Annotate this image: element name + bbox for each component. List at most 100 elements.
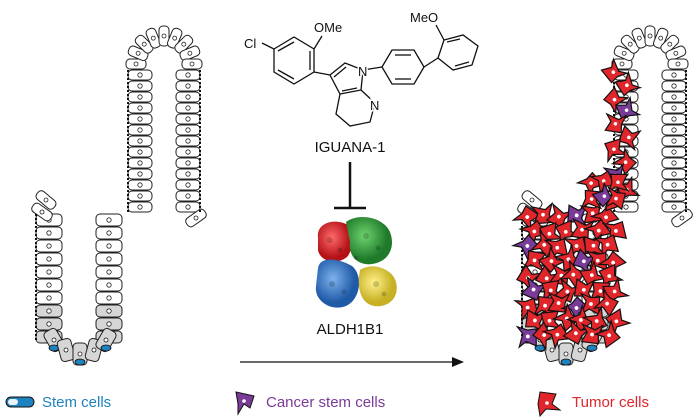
cell-nucleus [46,295,52,301]
compound-name: IGUANA-1 [315,139,386,156]
cell-nucleus [185,182,191,188]
cell-nucleus [525,305,530,310]
cell-nucleus [614,229,618,233]
cell-nucleus [77,351,83,357]
cell-nucleus [612,289,617,294]
villus-tip-cell [631,27,648,49]
cell-nucleus [135,50,141,56]
cell-nucleus [185,116,191,122]
cell-nucleus [589,302,593,306]
meo-bond [435,24,445,41]
cell-nucleus [137,116,143,122]
cell-nucleus [577,347,583,353]
cell-nucleus [185,149,191,155]
cell-nucleus [193,215,199,221]
cell-nucleus [627,135,631,140]
tumor-cell [580,323,605,345]
cell-nucleus [614,196,618,201]
inhibition-symbol [334,162,366,210]
cell-nucleus [623,204,629,210]
cell-nucleus [581,287,586,292]
villus-tip-cell [667,58,689,70]
tumor-cell [618,124,642,152]
cell-nucleus [611,260,616,265]
cell-nucleus [625,83,629,88]
cl-bond [261,42,275,50]
cell-nucleus [555,332,560,337]
cell-nucleus [549,259,554,263]
progression-arrow [240,357,464,367]
ring-bond [277,41,295,52]
tumor-cell [604,185,627,211]
cell-nucleus [604,215,608,220]
cell-nucleus [46,230,52,236]
cell-nucleus [106,321,112,327]
villus-tip-cell [660,34,680,54]
cell-nucleus [613,121,618,126]
cell-nucleus [601,179,606,183]
cell-nucleus [137,193,143,199]
cell-nucleus [671,182,677,188]
cell-nucleus [63,347,69,353]
cell-nucleus [571,272,576,277]
tumor-cell [602,276,631,303]
cell-nucleus [573,331,578,336]
cell-nucleus [185,83,191,89]
cell-nucleus [106,269,112,275]
left-benzene-ring [273,36,315,85]
cell-nucleus [614,319,619,324]
ring-bond [341,87,358,92]
cell-nucleus [619,61,625,67]
protein-subunit-green [346,217,392,265]
tumor-cell [521,250,547,273]
cell-nucleus [106,256,112,262]
cell-nucleus [565,289,570,294]
cl-label: Cl [244,36,256,51]
cell-body [515,325,537,349]
cell-nucleus [594,319,599,323]
cell-nucleus [607,274,612,278]
villus-tip-cell [644,25,656,47]
cell-nucleus [106,295,112,301]
cell-nucleus [612,97,617,102]
cell-nucleus [137,204,143,210]
cell-nucleus [185,105,191,111]
cell-nucleus [46,321,52,327]
cell-nucleus [671,171,677,177]
cell-nucleus [605,301,610,306]
cell-nucleus [621,50,627,56]
villus-tip-cell [665,45,687,62]
legend-label-tumor: Tumor cells [572,394,649,411]
cancer-stem-cell-icon [235,391,255,416]
ome-bond [313,35,323,50]
cell-nucleus [611,70,616,74]
cell-nucleus [46,256,52,262]
tumor-cell [592,234,620,260]
tumor-cell [541,323,571,351]
villus-tip-cell [127,45,149,62]
cell-nucleus [185,193,191,199]
cell-nucleus [43,197,49,203]
cancer-stem-cell [515,325,537,349]
legend-item-cancer-stem: Cancer stem cells [235,391,385,416]
ring-bond [277,69,295,80]
cell-nucleus [671,127,677,133]
cell-nucleus [137,182,143,188]
cell-nucleus [589,197,594,201]
cell-nucleus [185,72,191,78]
cell-nucleus [189,61,195,67]
cell-nucleus [137,83,143,89]
villus-tip-cell [181,58,203,70]
cell-nucleus [525,215,530,219]
cell-nucleus [647,33,653,39]
legend: Stem cells Cancer stem cells Tumor cells [5,391,649,418]
cell-nucleus [671,193,677,199]
cell-nucleus [543,303,547,308]
cell-nucleus [589,273,594,278]
villus-tip-cell [671,208,693,228]
cancer-stem-cell [520,275,549,301]
cell-nucleus [91,347,97,353]
cell-nucleus [556,301,561,305]
tumor-cell [578,259,608,287]
cell-nucleus [574,306,579,310]
